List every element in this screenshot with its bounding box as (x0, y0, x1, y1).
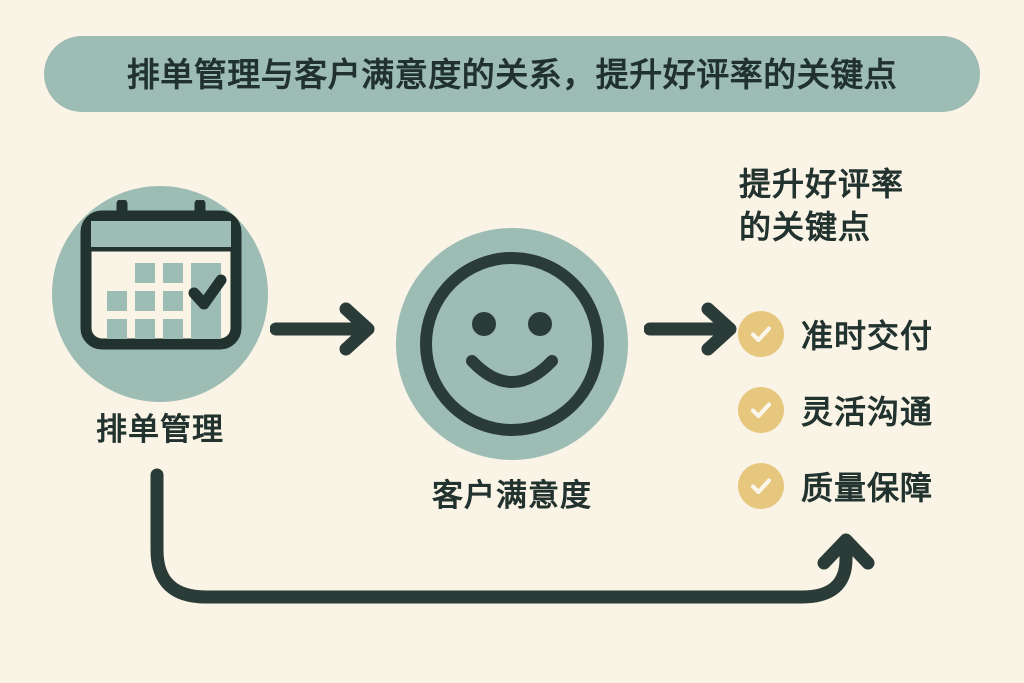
arrow-right-icon (644, 302, 737, 356)
right-panel-heading-line-2: 的关键点 (739, 208, 872, 245)
check-circle-icon (738, 463, 784, 509)
list-item: 准时交付 (738, 296, 1008, 372)
page-title: 排单管理与客户满意度的关系，提升好评率的关键点 (126, 55, 898, 93)
list-item: 质量保障 (738, 448, 1008, 524)
calendar-check-icon (80, 200, 242, 350)
list-item: 灵活沟通 (738, 372, 1008, 448)
list-item-label: 灵活沟通 (801, 394, 934, 430)
node-scheduling-label: 排单管理 (96, 412, 224, 447)
arrow-right-icon (270, 302, 375, 356)
right-panel-heading-line-1: 提升好评率 (739, 166, 905, 202)
key-points-list: 准时交付 灵活沟通 质量保障 (738, 296, 1008, 524)
curved-feedback-arrow-icon (150, 468, 875, 604)
title-banner: 排单管理与客户满意度的关系，提升好评率的关键点 (44, 36, 980, 112)
check-circle-icon (738, 311, 784, 357)
smiley-face-icon (420, 252, 604, 436)
node-satisfaction-label: 客户满意度 (432, 478, 592, 513)
right-panel-heading: 提升好评率 的关键点 (739, 163, 904, 248)
list-item-label: 准时交付 (801, 318, 934, 354)
check-circle-icon (738, 387, 784, 433)
list-item-label: 质量保障 (801, 470, 934, 506)
node-satisfaction-circle (396, 228, 628, 460)
